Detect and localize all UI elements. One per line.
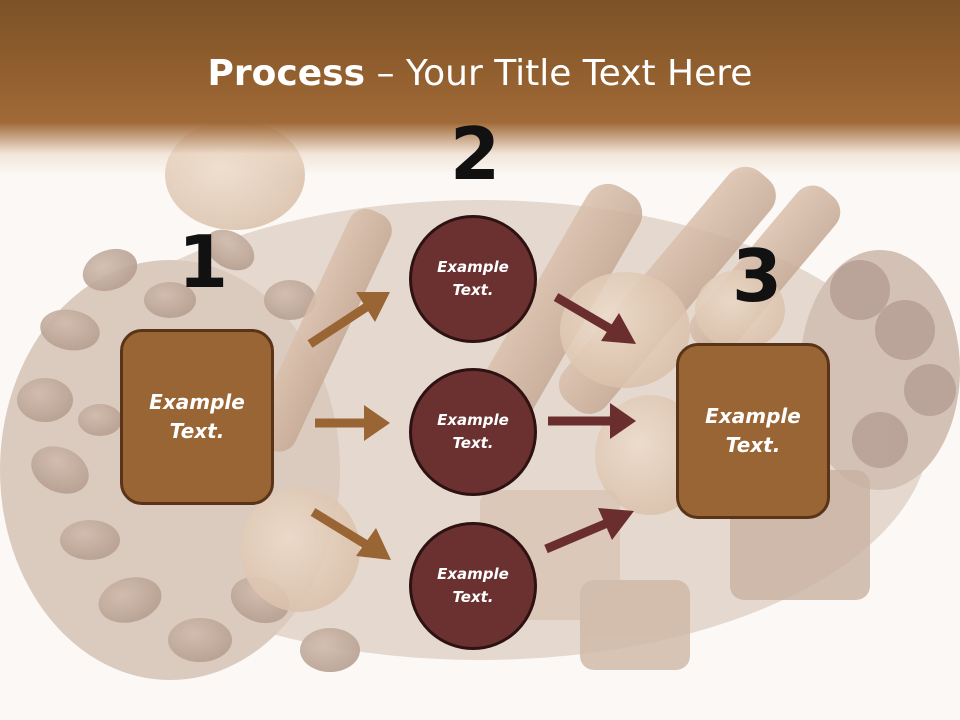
arrow-to-bottom xyxy=(310,508,391,560)
circle-top-line2: Text. xyxy=(452,281,494,299)
header-band xyxy=(0,0,960,175)
circle-middle-line2: Text. xyxy=(452,434,494,452)
step-3-text-line2: Text. xyxy=(725,433,781,457)
arrow-from-bottom xyxy=(544,508,634,554)
circle-top-line1: Example xyxy=(437,258,509,276)
slide-title: Process – Your Title Text Here xyxy=(0,52,960,96)
title-bold: Process xyxy=(207,53,366,94)
step-1-text-line1: Example xyxy=(149,390,245,414)
step-number-3: 3 xyxy=(732,234,783,318)
step-1-text-line2: Text. xyxy=(169,419,225,443)
arrow-from-middle xyxy=(548,403,636,439)
circle-middle-line1: Example xyxy=(437,411,509,429)
circle-bottom-line1: Example xyxy=(437,565,509,583)
step-number-1: 1 xyxy=(178,220,229,304)
step-3-text-line1: Example xyxy=(705,404,801,428)
circle-bottom-line2: Text. xyxy=(452,588,494,606)
arrow-to-middle xyxy=(315,405,390,441)
step-number-2: 2 xyxy=(450,112,501,196)
title-rest: – Your Title Text Here xyxy=(365,53,753,94)
arrow-to-top xyxy=(307,292,390,348)
arrow-from-top xyxy=(553,293,636,344)
